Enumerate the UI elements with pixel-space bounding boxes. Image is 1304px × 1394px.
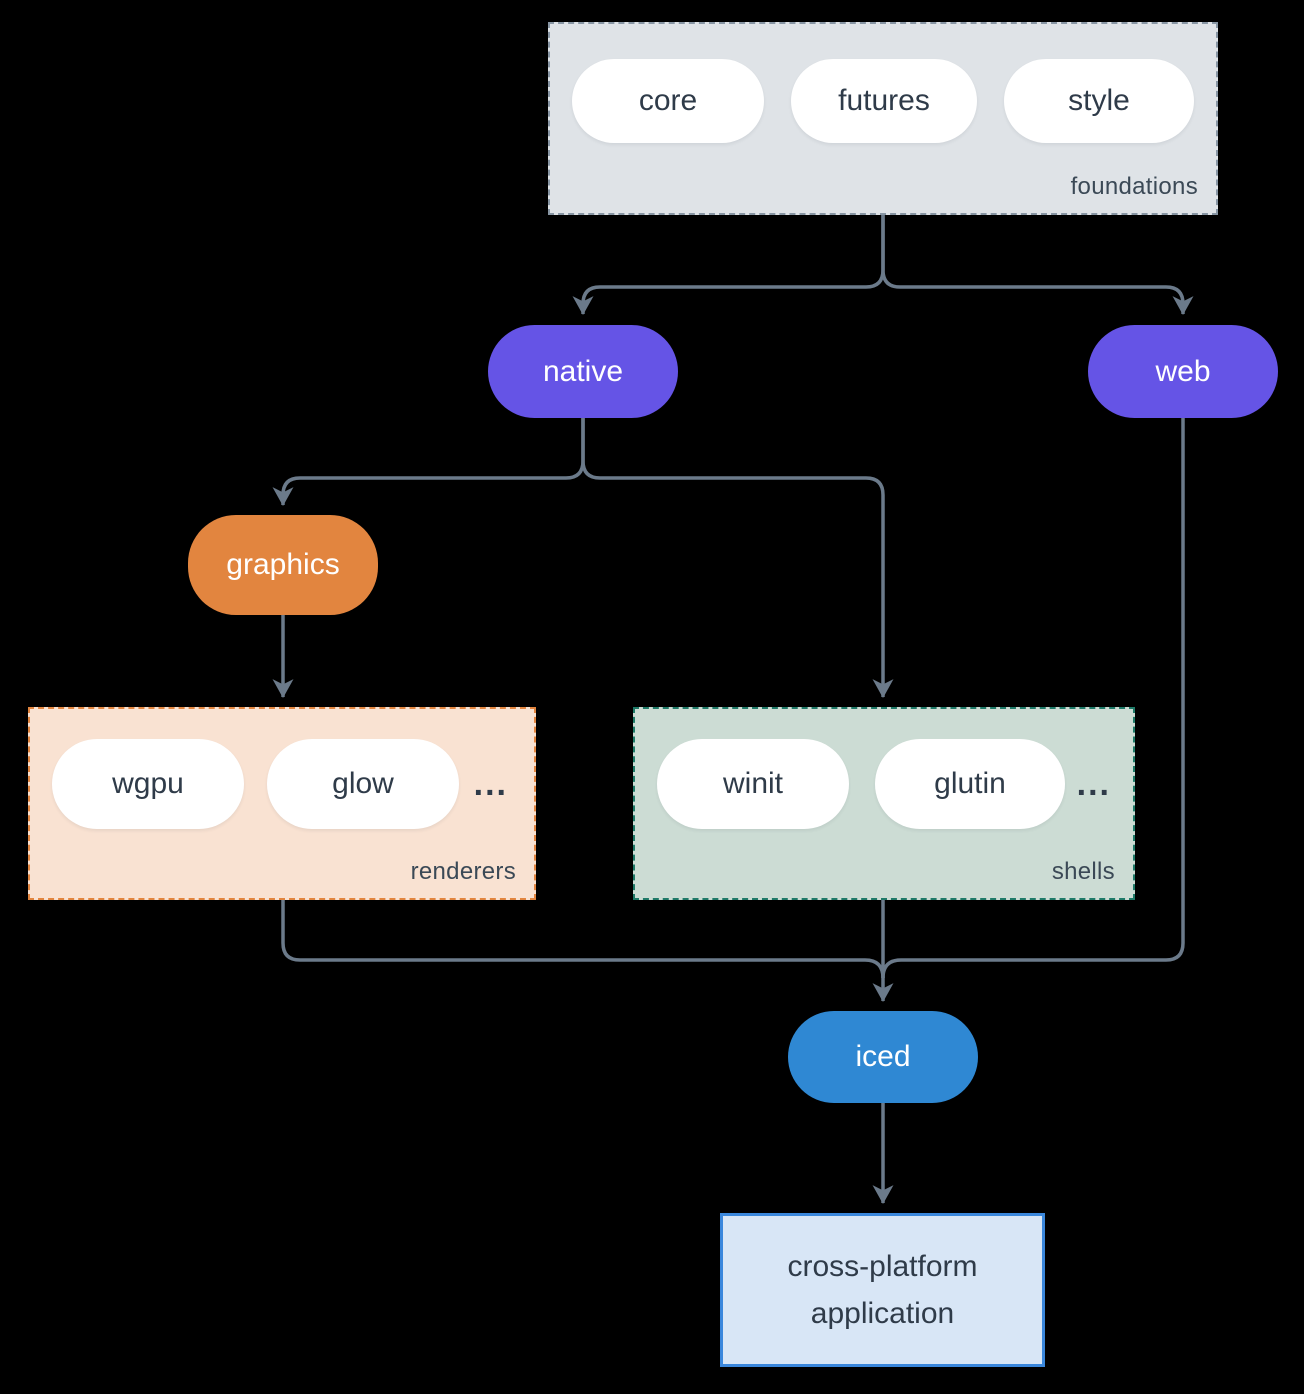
edge-native-graphics	[272, 418, 585, 507]
node-futures: futures	[791, 59, 977, 143]
node-winit: winit	[657, 739, 849, 829]
node-glutin: glutin	[875, 739, 1065, 829]
edge-web-iced	[881, 418, 1185, 979]
node-wgpu: wgpu	[52, 739, 244, 829]
node-core: core	[572, 59, 764, 143]
group-renderers: wgpu glow ... renderers	[28, 707, 536, 900]
node-graphics: graphics	[188, 515, 378, 615]
renderers-ellipsis: ...	[473, 764, 508, 803]
node-iced: iced	[788, 1011, 978, 1103]
node-glow: glow	[267, 739, 459, 829]
group-label-foundations: foundations	[1070, 173, 1198, 200]
edge-foundations-web	[881, 215, 1194, 316]
group-shells: winit glutin ... shells	[633, 707, 1135, 900]
node-style: style	[1004, 59, 1194, 143]
group-foundations: core futures style foundations	[548, 22, 1218, 215]
node-native: native	[488, 325, 678, 418]
application-label-line1: cross-platform	[787, 1250, 978, 1283]
node-cross-platform-application: cross-platform application	[720, 1213, 1045, 1367]
edge-foundations-native	[572, 215, 885, 316]
group-label-shells: shells	[1051, 858, 1115, 885]
application-label-line2: application	[810, 1297, 955, 1330]
shells-ellipsis: ...	[1076, 764, 1111, 803]
node-web: web	[1088, 325, 1278, 418]
edge-renderers-iced	[281, 900, 885, 979]
edge-native-shells	[581, 418, 894, 699]
group-label-renderers: renderers	[410, 858, 516, 885]
